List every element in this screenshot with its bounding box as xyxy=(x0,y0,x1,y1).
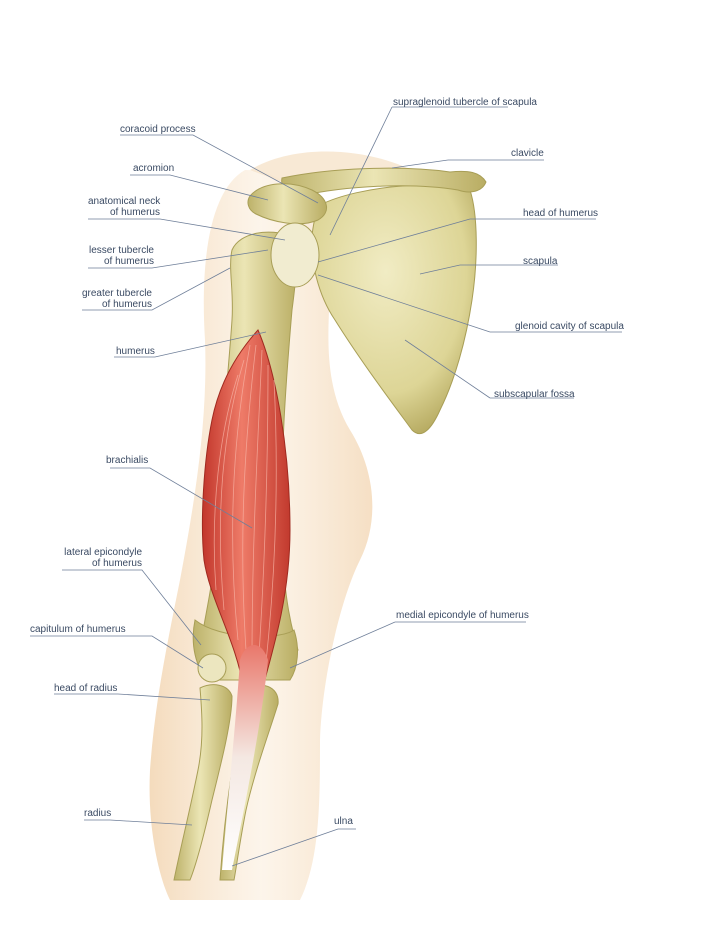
label-line: clavicle xyxy=(511,148,544,159)
label-greater-tubercle: greater tubercle of humerus xyxy=(80,288,152,310)
label-line: supraglenoid tubercle of scapula xyxy=(393,97,537,108)
label-scapula: scapula xyxy=(523,256,557,267)
label-line: radius xyxy=(84,808,112,819)
label-line: glenoid cavity of scapula xyxy=(515,321,624,332)
label-line: of humerus xyxy=(91,558,142,569)
label-capitulum: capitulum of humerus xyxy=(30,624,126,635)
muscle-fibers xyxy=(213,344,277,681)
label-acromion: acromion xyxy=(133,163,174,174)
label-line: ulna xyxy=(334,816,353,827)
label-line: capitulum of humerus xyxy=(30,624,126,635)
label-brachialis: brachialis xyxy=(106,455,148,466)
label-line: greater tubercle xyxy=(81,288,152,299)
label-head-of-humerus: head of humerus xyxy=(523,208,598,219)
label-anatomical-neck: anatomical neck of humerus xyxy=(88,196,160,218)
label-line: head of humerus xyxy=(523,208,599,219)
humerus-head-shape xyxy=(270,222,320,288)
label-glenoid-cavity: glenoid cavity of scapula xyxy=(515,321,624,332)
label-ulna: ulna xyxy=(334,816,353,827)
label-lesser-tubercle: lesser tubercle of humerus xyxy=(82,245,154,267)
label-line: head of radius xyxy=(54,683,118,694)
label-supraglenoid-tubercle: supraglenoid tubercle of scapula xyxy=(393,97,537,108)
label-line: humerus xyxy=(116,346,155,357)
label-line: acromion xyxy=(133,163,175,174)
label-line: of humerus xyxy=(101,299,152,310)
label-line: medial epicondyle of humerus xyxy=(396,610,529,621)
brachialis-muscle xyxy=(201,329,291,691)
label-coracoid-process: coracoid process xyxy=(120,124,196,135)
label-line: lateral epicondyle xyxy=(64,547,142,558)
acromion-shape xyxy=(247,183,327,225)
label-line: coracoid process xyxy=(120,124,196,135)
label-line: of humerus xyxy=(109,207,160,218)
label-line: lesser tubercle xyxy=(88,245,154,256)
brachialis-tendon xyxy=(222,645,268,870)
radius-shape xyxy=(173,684,233,881)
label-line: of humerus xyxy=(103,256,154,267)
label-line: subscapular fossa xyxy=(494,389,575,400)
label-line: anatomical neck xyxy=(88,196,161,207)
label-lateral-epicondyle: lateral epicondyle of humerus xyxy=(58,547,142,569)
label-subscapular-fossa: subscapular fossa xyxy=(494,389,575,400)
label-medial-epicondyle: medial epicondyle of humerus xyxy=(396,610,529,621)
label-line: scapula xyxy=(523,256,558,267)
label-clavicle: clavicle xyxy=(511,148,544,159)
leader-lines xyxy=(30,106,622,867)
label-head-of-radius: head of radius xyxy=(54,683,117,694)
label-radius: radius xyxy=(84,808,111,819)
capitulum-shape xyxy=(197,653,227,683)
label-humerus: humerus xyxy=(116,346,155,357)
label-line: brachialis xyxy=(106,455,149,466)
